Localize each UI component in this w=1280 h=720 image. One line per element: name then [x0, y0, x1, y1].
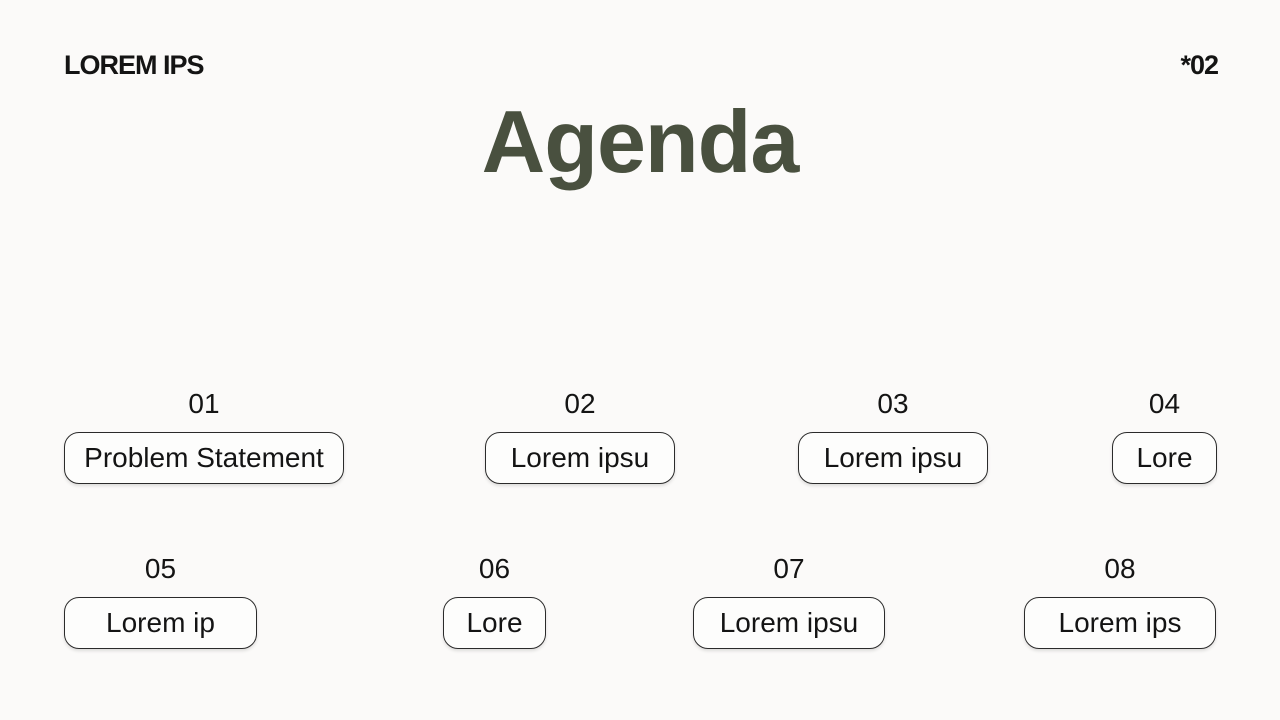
agenda-item-label: Lore — [1136, 442, 1193, 473]
agenda-item-pill: Lorem ipsu — [693, 597, 885, 649]
agenda-item-01: 01 Problem Statement — [64, 388, 344, 484]
agenda-item-label: Lore — [466, 607, 523, 638]
agenda-item-pill: Lorem ipsu — [798, 432, 988, 484]
agenda-item-pill: Lorem ip — [64, 597, 257, 649]
agenda-item-number: 03 — [877, 388, 909, 419]
brand-text: LOREM IPS — [64, 50, 205, 80]
agenda-item-number: 02 — [564, 388, 596, 419]
agenda-item-02: 02 Lorem ipsu — [485, 388, 675, 484]
agenda-item-number: 04 — [1148, 388, 1181, 419]
agenda-item-07: 07 Lorem ipsu — [693, 553, 885, 649]
agenda-item-number: 06 — [478, 553, 511, 584]
agenda-item-pill: Lore — [443, 597, 546, 649]
page-number: *02 — [1180, 50, 1219, 80]
agenda-item-label: Lorem ip — [106, 607, 215, 638]
agenda-item-label: Lorem ipsu — [510, 442, 650, 473]
agenda-item-pill: Lorem ipsu — [485, 432, 675, 484]
agenda-item-06: 06 Lore — [443, 553, 546, 649]
agenda-item-number: 07 — [773, 553, 805, 584]
page-title: Agenda — [481, 92, 800, 191]
agenda-item-08: 08 Lorem ips — [1024, 553, 1216, 649]
agenda-item-04: 04 Lore — [1112, 388, 1217, 484]
agenda-item-label: Lorem ipsu — [823, 442, 963, 473]
agenda-item-pill: Lore — [1112, 432, 1217, 484]
agenda-item-number: 01 — [188, 388, 220, 419]
agenda-item-pill: Lorem ips — [1024, 597, 1216, 649]
agenda-item-label: Lorem ips — [1058, 607, 1182, 638]
agenda-item-label: Problem Statement — [84, 442, 324, 473]
agenda-item-number: 08 — [1104, 553, 1136, 584]
agenda-item-05: 05 Lorem ip — [64, 553, 257, 649]
agenda-item-03: 03 Lorem ipsu — [798, 388, 988, 484]
agenda-item-label: Lorem ipsu — [719, 607, 859, 638]
agenda-item-pill: Problem Statement — [64, 432, 344, 484]
agenda-item-number: 05 — [144, 553, 177, 584]
